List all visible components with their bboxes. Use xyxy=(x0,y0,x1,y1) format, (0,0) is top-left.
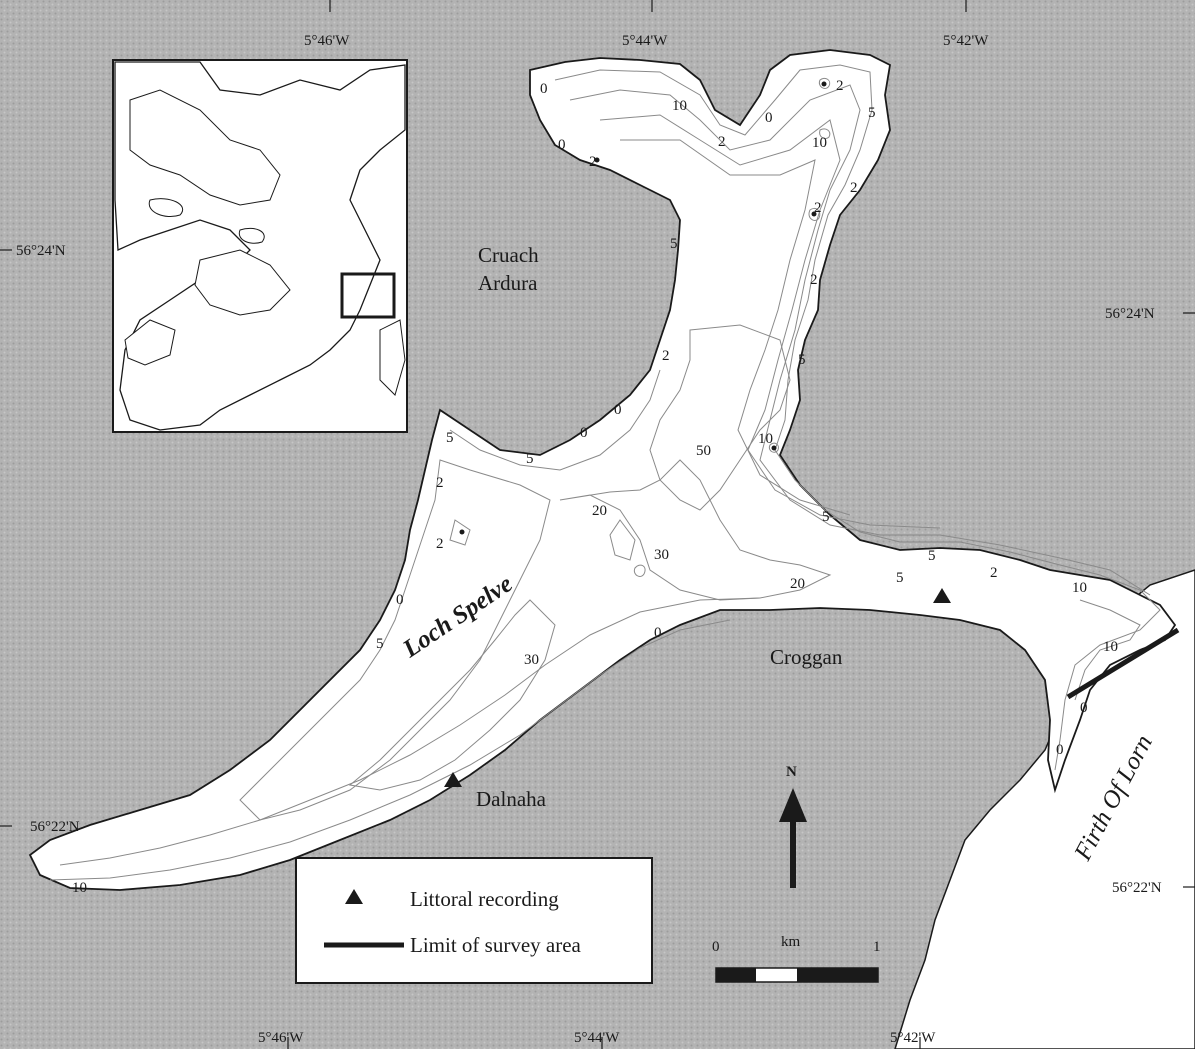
coord-left-2: 56°22'N xyxy=(30,819,80,835)
depth-label: 0 xyxy=(580,425,588,441)
depth-label: 5 xyxy=(446,430,454,446)
survey-limit-line xyxy=(1066,627,1180,700)
depth-label: 0 xyxy=(654,625,662,641)
depth-label: 10 xyxy=(1072,580,1087,596)
coord-right-2: 56°22'N xyxy=(1112,880,1162,896)
depth-label: 30 xyxy=(654,547,669,563)
depth-label: 2 xyxy=(814,200,822,216)
depth-label: 5 xyxy=(376,636,384,652)
littoral-marker-dalnaha xyxy=(444,772,462,787)
depth-label: 10 xyxy=(758,431,773,447)
depth-label: 50 xyxy=(696,443,711,459)
depth-label: 5 xyxy=(670,236,678,252)
coord-bottom-2: 5°44'W xyxy=(574,1030,620,1046)
depth-label: 0 xyxy=(1080,700,1088,716)
depth-label: 2 xyxy=(662,348,670,364)
coord-bottom-3: 5°42'W xyxy=(890,1030,936,1046)
legend-limit-label: Limit of survey area xyxy=(410,933,582,957)
coord-top-2: 5°44'W xyxy=(622,33,668,49)
depth-contours xyxy=(49,64,1161,881)
depth-labels: 0 10 2 0 2 10 5 0 2 2 2 5 2 2 5 0 0 10 5… xyxy=(72,78,1118,896)
depth-label: 0 xyxy=(396,592,404,608)
scale-start: 0 xyxy=(712,939,720,955)
littoral-marker-croggan xyxy=(933,588,951,603)
depth-label: 0 xyxy=(765,110,773,126)
depth-label: 5 xyxy=(868,105,876,121)
north-arrow: N xyxy=(779,764,807,888)
shoal-dots xyxy=(459,81,827,535)
depth-label: 5 xyxy=(798,352,806,368)
legend-littoral-label: Littoral recording xyxy=(410,887,559,911)
inset-locator-map xyxy=(112,59,408,433)
depth-label: 20 xyxy=(790,576,805,592)
depth-label: 0 xyxy=(558,137,566,153)
inset-study-area-box xyxy=(340,272,396,319)
depth-label: 2 xyxy=(436,536,444,552)
north-label: N xyxy=(786,764,797,780)
depth-label: 10 xyxy=(72,880,87,896)
depth-label: 30 xyxy=(524,652,539,668)
scale-bar: 0 km 1 xyxy=(712,934,881,983)
depth-label: 10 xyxy=(812,135,827,151)
depth-label: 2 xyxy=(850,180,858,196)
depth-label: 2 xyxy=(436,475,444,491)
coord-bottom-1: 5°46'W xyxy=(258,1030,304,1046)
legend-triangle xyxy=(345,889,363,904)
depth-label: 2 xyxy=(990,565,998,581)
place-ardura: Ardura xyxy=(478,271,538,295)
scale-unit: km xyxy=(781,934,801,950)
coord-right-1: 56°24'N xyxy=(1105,306,1155,322)
place-croggan: Croggan xyxy=(770,645,843,669)
coord-left-1: 56°24'N xyxy=(16,243,66,259)
depth-label: 0 xyxy=(1056,742,1064,758)
depth-label: 2 xyxy=(810,272,818,288)
depth-label: 2 xyxy=(836,78,844,94)
place-dalnaha: Dalnaha xyxy=(476,787,547,811)
loch-spelve-water xyxy=(28,49,1177,891)
depth-label: 5 xyxy=(928,548,936,564)
coord-top-3: 5°42'W xyxy=(943,33,989,49)
depth-label: 10 xyxy=(672,98,687,114)
depth-label: 2 xyxy=(718,134,726,150)
coord-top-1: 5°46'W xyxy=(304,33,350,49)
place-cruach: Cruach xyxy=(478,243,539,267)
depth-label: 5 xyxy=(896,570,904,586)
depth-label: 10 xyxy=(1103,639,1118,655)
scale-end: 1 xyxy=(873,939,881,955)
legend: Littoral recording Limit of survey area xyxy=(295,857,653,984)
depth-label: 2 xyxy=(589,154,597,170)
depth-label: 5 xyxy=(822,509,830,525)
depth-label: 20 xyxy=(592,503,607,519)
depth-label: 0 xyxy=(540,81,548,97)
depth-label: 5 xyxy=(526,451,534,467)
depth-label: 0 xyxy=(614,402,622,418)
